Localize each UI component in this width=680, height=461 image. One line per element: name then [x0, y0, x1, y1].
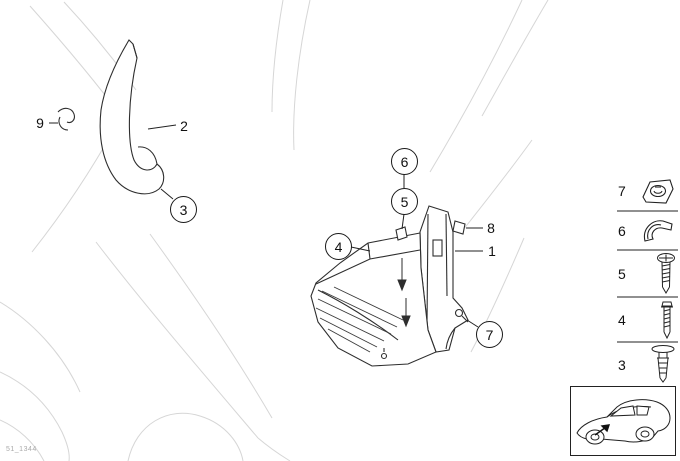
- legend-item-label: 3: [618, 357, 626, 373]
- part-small-clamp[interactable]: [57, 107, 75, 131]
- legend-item-6[interactable]: 6: [616, 212, 678, 249]
- part-a-pillar-trim[interactable]: [99, 39, 165, 195]
- callout-1[interactable]: 1: [488, 243, 496, 259]
- callout-2[interactable]: 2: [180, 118, 188, 134]
- callout-9[interactable]: 9: [36, 115, 44, 131]
- car-sketch-icon: [576, 399, 671, 445]
- callout-7[interactable]: 7: [476, 321, 503, 348]
- callout-5[interactable]: 5: [391, 188, 418, 215]
- legend-item-label: 6: [618, 222, 626, 239]
- assembly-arrows: [397, 258, 411, 328]
- legend-separators: [617, 210, 678, 343]
- legend-item-7[interactable]: 7: [616, 170, 678, 211]
- speed-nut-icon: [642, 178, 674, 204]
- callout-3[interactable]: 3: [170, 196, 197, 223]
- legend-item-label: 7: [618, 182, 626, 199]
- callout-4[interactable]: 4: [325, 233, 352, 260]
- pan-head-screw-icon: [661, 301, 673, 339]
- legend-item-5[interactable]: 5: [616, 251, 678, 296]
- legend-item-label: 5: [618, 265, 626, 282]
- phillips-screw-icon: [657, 252, 675, 294]
- legend-item-3[interactable]: 3: [616, 343, 678, 387]
- callout-8[interactable]: 8: [487, 220, 495, 236]
- background-body-sketch: [0, 0, 549, 461]
- callout-leader-lines: [49, 122, 483, 328]
- panel-hatching: [315, 286, 404, 353]
- part-trim-panel-assembly[interactable]: [310, 205, 469, 367]
- callout-6[interactable]: 6: [391, 148, 418, 175]
- diagram-code: 51_1344: [6, 446, 37, 453]
- legend-item-4[interactable]: 4: [616, 298, 678, 341]
- car-location-thumbnail: [570, 386, 676, 456]
- legend-item-label: 4: [618, 311, 626, 328]
- spring-clip-icon: [643, 219, 673, 242]
- expanding-rivet-icon: [651, 345, 675, 383]
